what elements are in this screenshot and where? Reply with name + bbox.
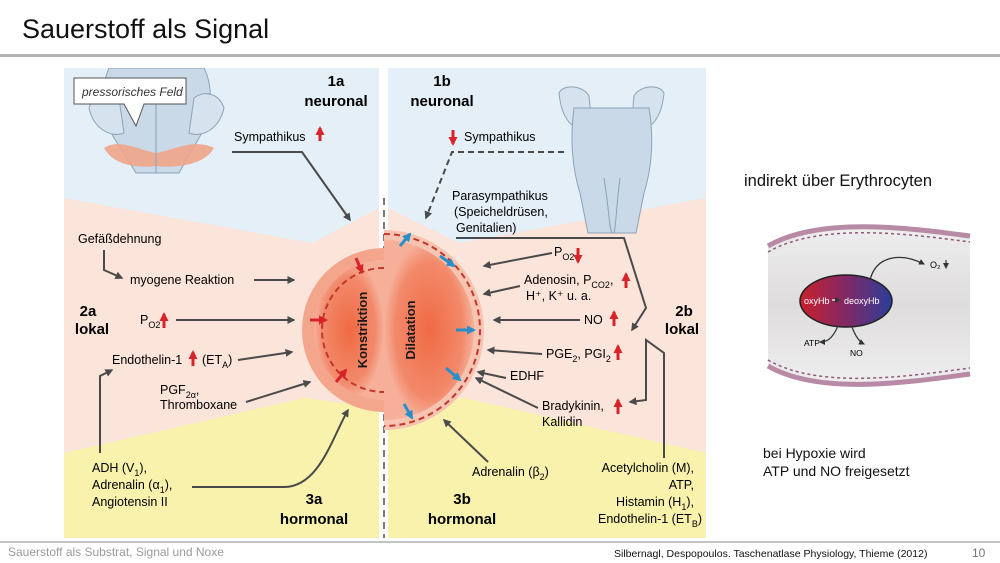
deoxyhb-label: deoxyHb [844, 296, 880, 306]
pgf2a-label: PGF2α, [160, 383, 199, 400]
adrenalin-beta-arrow [442, 418, 489, 463]
slide-title: Sauerstoff als Signal [22, 14, 270, 44]
citation: Silbernagl, Despopoulos. Taschenatlase P… [614, 548, 928, 560]
pressorisches-feld-label: pressorisches Feld [73, 77, 187, 128]
vascular-regulation-diagram: pressorisches Feld Konstriktion Dilatati… [64, 67, 706, 543]
parasympathikus-detail-1: (Speicheldrüsen, [454, 205, 548, 219]
section-3b-name: hormonal [428, 511, 496, 528]
sympathikus-right-arrow [424, 151, 564, 220]
bradykinin-label: Bradykinin, [542, 399, 604, 413]
erythrocyte-illustration: oxyHb deoxyHb O₂ ATP NO [760, 206, 976, 407]
pgf-thromboxane-arrow [245, 380, 312, 403]
section-3b-number: 3b [453, 491, 471, 508]
hormonal-left-to-endothelin-arrow [99, 369, 114, 453]
footer-text: Sauerstoff als Substrat, Signal und Noxe [8, 545, 224, 559]
kallidin-label: Kallidin [542, 415, 582, 429]
endothelin-right-label: Endothelin-1 (ETB) [598, 512, 702, 529]
thromboxane-label: Thromboxane [160, 398, 237, 412]
gefaessdehnung-arrow [103, 250, 124, 280]
po2-left-label: PO2 [140, 313, 160, 330]
edhf-arrow [476, 369, 507, 379]
edhf-label: EDHF [510, 369, 544, 383]
hypoxia-note: bei Hypoxie wird ATP und NO freigesetzt [763, 444, 910, 480]
o2-label: O₂ [930, 260, 941, 270]
parasympathikus-arrow [456, 237, 648, 332]
footer-divider [0, 541, 1000, 543]
section-3a-number: 3a [306, 491, 323, 508]
endothelin-left-arrow [237, 348, 294, 361]
po2-right-label: PO2 [554, 245, 574, 262]
pge-pgi-label: PGE2, PGI2 [546, 347, 611, 364]
pge-pgi-arrow [486, 346, 543, 355]
no-erythrocyte-label: NO [850, 348, 863, 358]
no-label: NO [584, 313, 603, 327]
section-2b-number: 2b [675, 303, 693, 320]
adenosin-arrow [482, 285, 521, 297]
sympathikus-right-label: Sympathikus [464, 130, 536, 144]
page-number: 10 [972, 546, 986, 560]
erythrocyte-heading: indirekt über Erythrocyten [744, 172, 933, 190]
bradykinin-arrow [474, 377, 539, 409]
parasympathikus-label: Parasympathikus [452, 189, 548, 203]
myogene-reaktion-label: myogene Reaktion [130, 273, 234, 287]
parasympathikus-detail-2: Genitalien) [456, 221, 516, 235]
oxyhb-label: oxyHb [804, 296, 830, 306]
hormonal-left-arrow [192, 408, 349, 488]
section-1a-number: 1a [328, 73, 345, 90]
section-1b-name: neuronal [410, 93, 473, 110]
title-divider [0, 54, 1000, 57]
po2-right-arrow [482, 252, 553, 269]
histamin-label: Histamin (H1), [616, 495, 694, 512]
brainstem-right-illustration [558, 86, 665, 234]
gefaessdehnung-label: Gefäßdehnung [78, 232, 161, 246]
section-1a-name: neuronal [304, 93, 367, 110]
ions-label: H⁺, K⁺ u. a. [526, 289, 591, 303]
hypoxia-note-line-1: bei Hypoxie wird [763, 445, 866, 461]
dilatation-label: Dilatation [403, 300, 418, 359]
section-2b-name: lokal [665, 321, 699, 338]
vessel-cross-section [302, 230, 484, 430]
adrenalin-alpha-label: Adrenalin (α1), [92, 478, 172, 495]
atp-erythrocyte-label: ATP [804, 338, 820, 348]
section-1b-number: 1b [433, 73, 451, 90]
endothelin-left-receptor: (ETA) [202, 353, 232, 370]
sympathikus-left-label: Sympathikus [234, 130, 306, 144]
acetylcholin-label: Acetylcholin (M), [602, 461, 694, 475]
adrenalin-beta-label: Adrenalin (β2) [472, 465, 549, 482]
section-2a-number: 2a [80, 303, 97, 320]
constriction-arrows [310, 257, 364, 383]
konstriktion-label: Konstriktion [355, 292, 370, 369]
hypoxia-note-line-2: ATP und NO freigesetzt [763, 463, 910, 479]
pressorisches-feld-text: pressorisches Feld [81, 85, 183, 99]
endothelin-left-label: Endothelin-1 [112, 353, 182, 367]
atp-label: ATP, [669, 478, 694, 492]
section-3a-name: hormonal [280, 511, 348, 528]
sympathikus-left-arrow [232, 151, 351, 222]
adh-label: ADH (V1), [92, 461, 147, 478]
section-2a-name: lokal [75, 321, 109, 338]
adenosin-label: Adenosin, PCO2, [524, 273, 613, 290]
acetylcholin-arrow [628, 338, 665, 458]
angiotensin-label: Angiotensin II [92, 495, 168, 509]
dilatation-arrows [398, 232, 476, 420]
